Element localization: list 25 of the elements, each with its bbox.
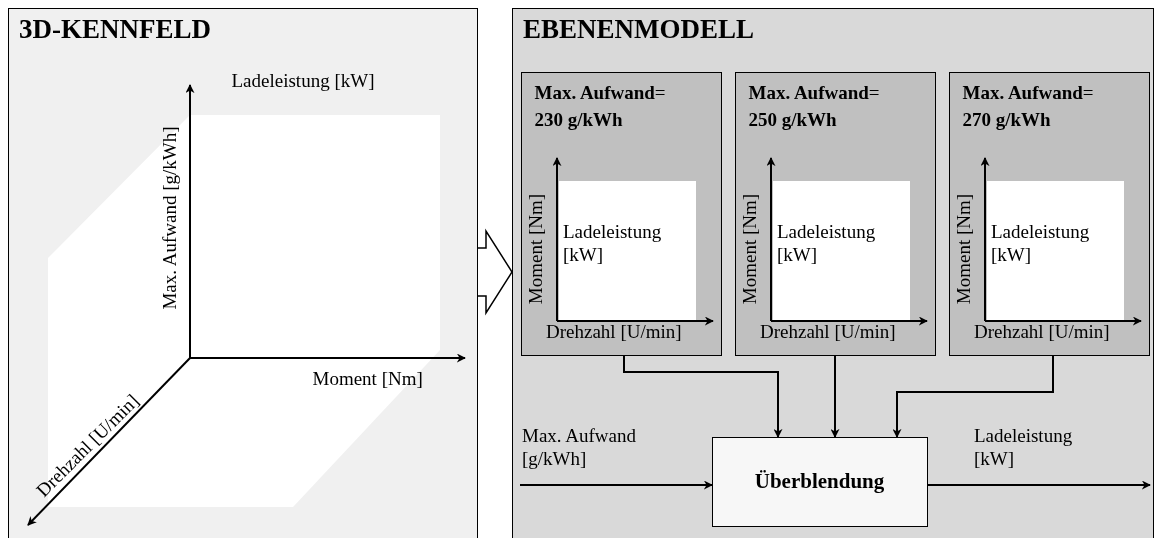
axis-label: Max. Aufwand [g/kWh]: [158, 125, 181, 310]
plot-heading: Max. Aufwand= 230 g/kWh: [534, 80, 667, 133]
axis-label: Moment [Nm]: [524, 193, 547, 305]
process-label: Überblendung: [753, 467, 886, 495]
axis-label: Drehzahl [U/min]: [760, 321, 896, 344]
panel-title: 3D-KENNFELD: [19, 13, 211, 46]
process-box: [711, 436, 928, 527]
axis-label: Drehzahl [U/min]: [974, 321, 1110, 344]
arrow: [892, 355, 1054, 438]
axis-label: Ladeleistung [kW]: [991, 221, 1091, 267]
arrow: [830, 355, 840, 438]
arrow: [519, 480, 713, 490]
block-arrow: [477, 228, 513, 316]
arrow: [927, 480, 1151, 490]
axis-label: Drehzahl [U/min]: [546, 321, 682, 344]
axis-label: Ladeleistung [kW]: [231, 69, 375, 93]
panel-title: EBENENMODELL: [523, 13, 755, 46]
plot-heading: Max. Aufwand= 270 g/kWh: [962, 80, 1095, 133]
arrow: [623, 355, 783, 438]
plot-heading: Max. Aufwand= 250 g/kWh: [748, 80, 881, 133]
axis-label: Moment [Nm]: [952, 193, 975, 305]
axis-label: Ladeleistung [kW]: [777, 221, 877, 267]
axis-label: Moment [Nm]: [312, 367, 423, 391]
axis-label: Moment [Nm]: [738, 193, 761, 305]
axis-label: Ladeleistung [kW]: [563, 221, 663, 267]
